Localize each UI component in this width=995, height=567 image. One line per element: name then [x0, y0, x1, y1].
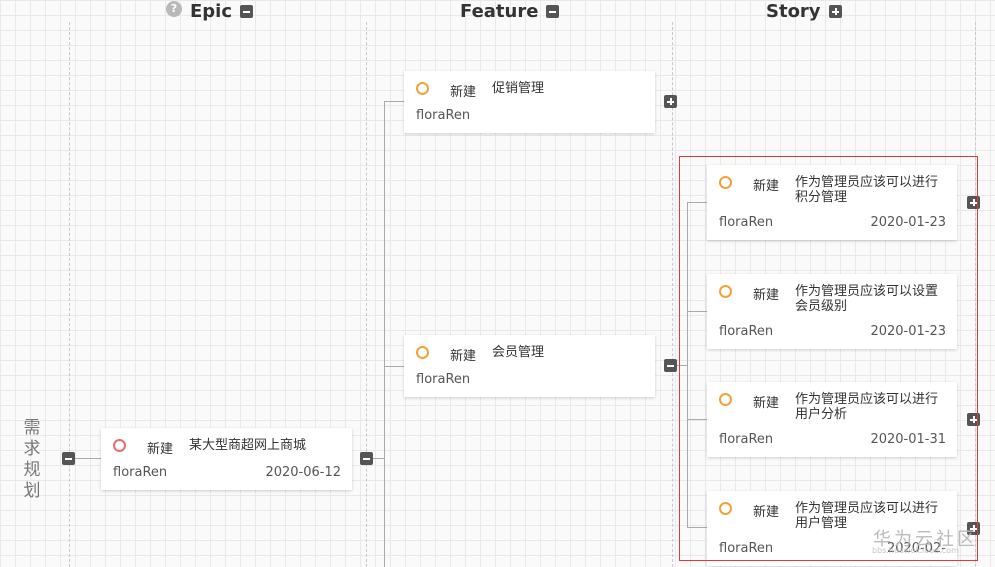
column-divider [69, 22, 70, 567]
expand-toggle-icon[interactable] [967, 196, 980, 209]
card-date: 2020-01-23 [870, 324, 946, 339]
status-label: 新建 [753, 505, 780, 520]
card-date: 2020-06-12 [265, 465, 341, 480]
column-header-feature: Feature [460, 0, 560, 22]
card-owner: floraRen [113, 465, 168, 480]
status-label: 新建 [147, 442, 174, 457]
collapse-feature-column-icon[interactable] [546, 4, 560, 18]
card-date: 2020-01-31 [870, 432, 946, 447]
status-circle-icon [113, 439, 126, 452]
epic-card[interactable]: 新建 某大型商超网上商城 floraRen 2020-06-12 [101, 428, 352, 490]
card-title: 会员管理 [492, 345, 545, 360]
card-title: 某大型商超网上商城 [189, 438, 307, 453]
column-label-story: Story [766, 0, 821, 22]
status-label: 新建 [753, 396, 780, 411]
column-header-story: Story [766, 0, 842, 22]
story-card[interactable]: 新建 作为管理员应该可以设置会员级别 floraRen 2020-01-23 [707, 274, 957, 349]
status-label: 新建 [450, 349, 477, 364]
story-card[interactable]: 新建 作为管理员应该可以进行积分管理 floraRen 2020-01-23 [707, 165, 957, 240]
feature-card[interactable]: 新建 会员管理 floraRen [404, 335, 655, 397]
card-title: 作为管理员应该可以进行用户分析 [795, 392, 939, 422]
card-title: 作为管理员应该可以设置会员级别 [795, 284, 939, 314]
card-owner: floraRen [719, 432, 774, 447]
expand-toggle-icon[interactable] [967, 413, 980, 426]
card-owner: floraRen [719, 324, 774, 339]
connector-line [384, 101, 385, 567]
connector-line [384, 101, 404, 102]
help-icon[interactable]: ? [166, 1, 182, 17]
connector-line [687, 419, 707, 420]
expand-toggle-icon[interactable] [664, 95, 677, 108]
status-circle-icon [719, 393, 732, 406]
card-date: 2020-01-23 [870, 215, 946, 230]
status-circle-icon [416, 82, 429, 95]
column-label-feature: Feature [460, 0, 539, 22]
watermark: 华为云社区 [873, 529, 978, 550]
status-label: 新建 [753, 179, 780, 194]
status-circle-icon [719, 176, 732, 189]
card-owner: floraRen [719, 215, 774, 230]
connector-line [687, 527, 707, 528]
collapse-toggle-icon[interactable] [62, 452, 75, 465]
column-divider [975, 22, 976, 567]
expand-story-column-icon[interactable] [828, 4, 842, 18]
connector-line [687, 202, 707, 203]
card-title: 促销管理 [492, 81, 545, 96]
status-circle-icon [719, 285, 732, 298]
connector-line [687, 202, 688, 528]
highlight-box [679, 156, 978, 561]
column-divider [672, 22, 673, 567]
sidebar-title: 需求规划 [23, 418, 41, 501]
card-owner: floraRen [719, 541, 774, 556]
status-circle-icon [719, 502, 732, 515]
column-label-epic: Epic [190, 0, 233, 22]
column-divider [366, 22, 367, 567]
connector-line [75, 458, 101, 459]
card-date: 2020-02- [886, 541, 946, 556]
watermark-url: bbs.huaweicloud.com [872, 546, 959, 555]
card-owner: floraRen [416, 372, 471, 387]
status-label: 新建 [753, 288, 780, 303]
collapse-toggle-icon[interactable] [664, 359, 677, 372]
status-circle-icon [416, 346, 429, 359]
card-owner: floraRen [416, 108, 471, 123]
collapse-epic-column-icon[interactable] [240, 4, 254, 18]
connector-line [373, 458, 385, 459]
connector-line [677, 365, 687, 366]
collapse-toggle-icon[interactable] [360, 452, 373, 465]
connector-line [384, 366, 404, 367]
feature-card[interactable]: 新建 促销管理 floraRen [404, 71, 655, 133]
card-title: 作为管理员应该可以进行积分管理 [795, 175, 939, 205]
card-title: 作为管理员应该可以进行用户管理 [795, 501, 939, 531]
story-card[interactable]: 新建 作为管理员应该可以进行用户管理 floraRen 2020-02- [707, 491, 957, 566]
expand-toggle-icon[interactable] [967, 522, 980, 535]
connector-line [687, 311, 707, 312]
story-card[interactable]: 新建 作为管理员应该可以进行用户分析 floraRen 2020-01-31 [707, 382, 957, 457]
status-label: 新建 [450, 85, 477, 100]
column-header-epic: Epic [190, 0, 254, 22]
